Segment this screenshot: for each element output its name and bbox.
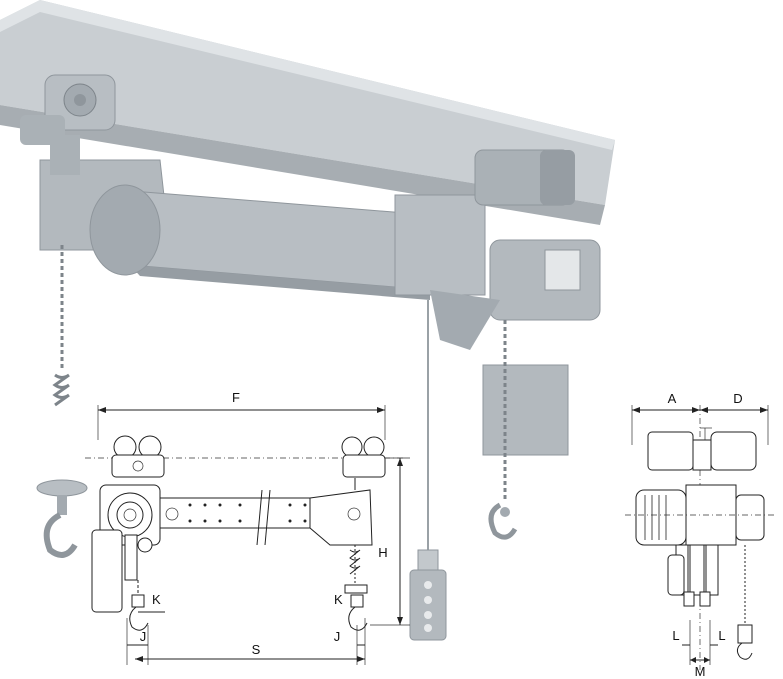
dim-L-M: L L M	[672, 620, 726, 679]
dim-H: H	[370, 457, 410, 626]
front-left-trolley	[111, 435, 165, 478]
front-right-hook	[344, 545, 368, 631]
dim-J-right-label: J	[334, 629, 341, 644]
front-left-hook	[129, 580, 165, 631]
dim-J-left-label: J	[140, 629, 147, 644]
dim-L-right-label: L	[718, 628, 725, 643]
overhead-rail	[0, 0, 615, 205]
hoist-photo-illustration	[0, 0, 615, 641]
dim-J-S: J J S	[126, 618, 366, 665]
dim-M-label: M	[695, 664, 706, 679]
dim-K-left-label: K	[152, 592, 161, 607]
dim-H-label: H	[378, 545, 387, 560]
side-elevation-drawing: A D L L M	[625, 391, 775, 679]
side-hooks	[683, 545, 753, 660]
dim-D-label: D	[733, 391, 742, 406]
pendant-control	[409, 300, 447, 641]
boom-arm	[39, 135, 431, 300]
dim-S-label: S	[252, 642, 261, 657]
dim-A-label: A	[668, 391, 677, 406]
front-right-trolley	[341, 436, 386, 478]
front-elevation-drawing: F H K K J J S	[85, 390, 410, 665]
front-arm-beam	[159, 478, 373, 546]
dim-F-label: F	[232, 390, 240, 405]
dim-L-left-label: L	[672, 628, 679, 643]
side-motor-top	[647, 427, 757, 471]
side-main-body	[625, 484, 775, 596]
dim-K-right-label: K	[334, 592, 343, 607]
electric-hoist-unit	[394, 149, 601, 456]
dim-A-D: A D	[631, 391, 769, 445]
left-hook-chain	[36, 245, 88, 558]
right-hook-chain	[488, 320, 518, 540]
front-gear-housing	[91, 484, 161, 613]
dim-F: F	[97, 390, 386, 440]
left-trolley	[20, 74, 116, 145]
